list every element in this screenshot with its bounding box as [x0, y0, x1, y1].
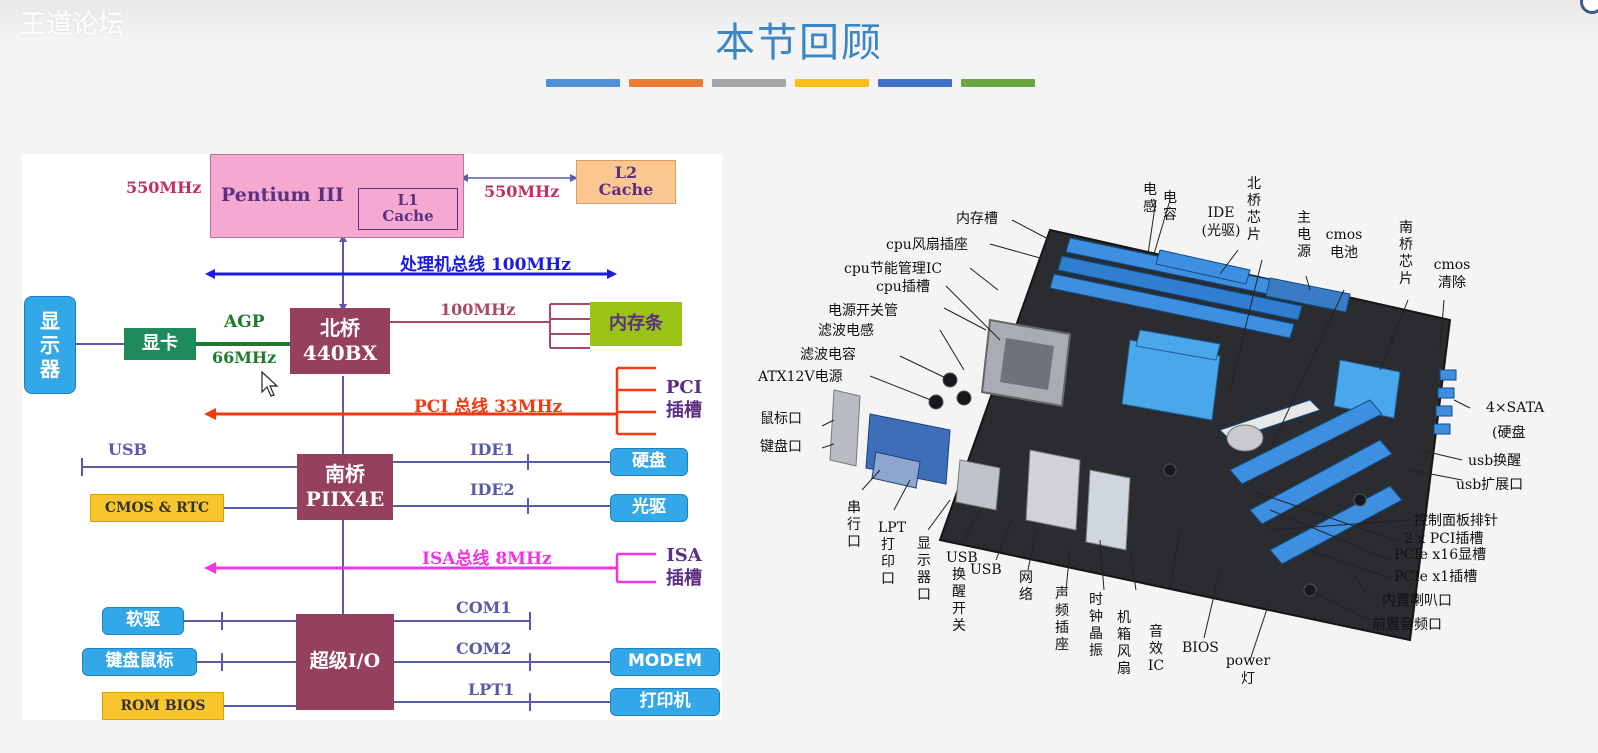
photo-label-north-chip: 北桥芯片: [1247, 176, 1261, 244]
lpt1-label: LPT1: [468, 680, 515, 699]
display-box: 显示器: [24, 296, 76, 394]
photo-label-cmos-battery: cmos电池: [1325, 227, 1363, 262]
color-bar: [795, 79, 869, 87]
keyboard-mouse-box: 键盘鼠标: [82, 648, 197, 676]
south-heatsink: [1333, 359, 1401, 419]
motherboard-photo: 电感 电容 IDE (光驱) 北桥芯片 主电源 cmos电池 南桥芯片 cmos…: [750, 170, 1598, 730]
isa-fork: [615, 552, 656, 584]
memory-freq-label: 100MHz: [440, 300, 516, 319]
isa-slot-label: ISA 插槽: [666, 545, 702, 590]
photo-label-filter-inductor: 滤波电感: [818, 323, 874, 339]
floppy-box: 软驱: [102, 607, 184, 635]
photo-label-memory-slot: 内存槽: [956, 211, 998, 227]
cmos-rtc-box: CMOS & RTC: [90, 494, 224, 522]
watermark: 王道论坛: [20, 10, 125, 40]
pci-fork: [615, 366, 656, 436]
photo-label-audio-ic: 音效IC: [1147, 624, 1165, 675]
photo-label-network: 网络: [1019, 570, 1033, 604]
photo-label-display-port: 显示器口: [917, 536, 931, 604]
photo-label-pcie16: PCIe x16显槽: [1394, 547, 1487, 563]
page-title: 本节回顾: [715, 20, 883, 66]
photo-label-bios: BIOS: [1182, 640, 1219, 656]
cdrom-box: 光驱: [610, 494, 688, 522]
pci-slot-label: PCI 插槽: [665, 377, 703, 422]
photo-label-pcie1: PCIe x1插槽: [1394, 569, 1478, 585]
color-bar: [878, 79, 952, 87]
photo-label-power-led: power灯: [1225, 653, 1271, 688]
photo-label-serial: 串行口: [847, 500, 861, 551]
photo-label-panel-pins: 控制面板排针: [1414, 513, 1498, 529]
agp-label: AGP: [224, 312, 265, 332]
color-bar-strip: [546, 79, 1035, 87]
color-bar: [546, 79, 620, 87]
com1-label: COM1: [456, 598, 512, 617]
photo-label-hdd: (硬盘: [1492, 425, 1526, 441]
ide-connector: [1155, 249, 1251, 285]
memory-fork: [549, 303, 590, 349]
usb-label: USB: [108, 440, 148, 459]
photo-label-usb: USB: [970, 562, 1002, 578]
isa-bus-label: ISA总线 8MHz: [422, 549, 552, 569]
photo-label-cpu-socket: cpu插槽: [876, 279, 930, 295]
cpu-box: Pentium III: [210, 154, 464, 238]
photo-label-filter-capacitor: 滤波电容: [800, 347, 856, 363]
cpu-label: Pentium III: [221, 184, 344, 207]
photo-label-cmos-clear: cmos清除: [1433, 257, 1471, 292]
photo-label-pci-slots: 2 x PCI插槽: [1404, 531, 1484, 547]
photo-label-audio: 声频插座: [1055, 586, 1069, 654]
super-io-box: 超级I/O: [296, 614, 394, 710]
gpu-box: 显卡: [124, 328, 196, 360]
hdd-box: 硬盘: [610, 448, 688, 476]
mouse-cursor-icon: [261, 370, 279, 397]
l1-cache-box: L1 Cache: [358, 188, 458, 230]
photo-label-power-switch: 电源开关管: [828, 303, 898, 319]
ide1-label: IDE1: [470, 440, 515, 459]
processor-bus-label: 处理机总线 100MHz: [400, 255, 571, 275]
photo-label-ide-optical: IDE (光驱): [1201, 205, 1241, 240]
bus-architecture-diagram: Pentium III L1 Cache 550MHz 550MHz L2 Ca…: [22, 154, 722, 720]
photo-label-case-fan: 机箱风扇: [1117, 610, 1131, 678]
leader-lines: [821, 199, 1471, 661]
north-bridge-box: 北桥 440BX: [290, 308, 390, 374]
motherboard-illustration: [821, 199, 1471, 661]
photo-label-usb-wake-switch: USB换醒开关: [946, 550, 978, 635]
photo-label-atx12v: ATX12V电源: [758, 369, 843, 385]
photo-label-south-chip: 南桥芯片: [1399, 220, 1413, 288]
photo-label-usb-ext: usb扩展口: [1456, 477, 1524, 493]
printer-box: 打印机: [610, 688, 720, 716]
cpu-freq-label: 550MHz: [126, 178, 202, 197]
photo-label-inductor: 电感: [1143, 182, 1157, 216]
photo-label-keyboard-port: 键盘口: [760, 439, 802, 455]
north-heatsink: [1121, 329, 1221, 421]
photo-label-usb-wake: usb换醒: [1468, 453, 1522, 469]
photo-label-crystal: 时钟晶振: [1089, 592, 1103, 660]
photo-label-front-audio: 前置音频口: [1372, 617, 1442, 633]
l2-cache-box: L2 Cache: [576, 160, 676, 204]
modem-box: MODEM: [610, 648, 720, 676]
photo-label-capacitor: 电容: [1163, 190, 1177, 224]
pci-bus-label: PCI 总线 33MHz: [414, 397, 563, 417]
south-bridge-box: 南桥 PIIX4E: [297, 454, 393, 520]
color-bar: [712, 79, 786, 87]
main-power-connector: [1265, 277, 1351, 313]
l2-freq-label: 550MHz: [484, 182, 560, 201]
photo-label-mouse-port: 鼠标口: [760, 411, 802, 427]
photo-label-speaker: 内置喇叭口: [1382, 593, 1452, 609]
photo-label-cpu-power-ic: cpu节能管理IC: [844, 261, 943, 277]
rom-bios-box: ROM BIOS: [102, 692, 224, 720]
com2-label: COM2: [456, 639, 512, 658]
photo-label-cpu-fan: cpu风扇插座: [886, 237, 968, 253]
photo-label-sata: 4×SATA: [1486, 400, 1545, 416]
sata-ports: [1433, 369, 1457, 435]
agp-freq-label: 66MHz: [212, 348, 277, 367]
color-bar: [961, 79, 1035, 87]
photo-label-main-power: 主电源: [1297, 210, 1311, 261]
corner-logo-icon[interactable]: [1580, 0, 1598, 14]
memory-box: 内存条: [590, 302, 682, 346]
cmos-battery: [1226, 424, 1264, 452]
rear-io-panel: [829, 389, 1131, 551]
ide2-label: IDE2: [470, 480, 515, 499]
photo-label-lpt: LPT 打印口: [878, 520, 907, 588]
color-bar: [629, 79, 703, 87]
